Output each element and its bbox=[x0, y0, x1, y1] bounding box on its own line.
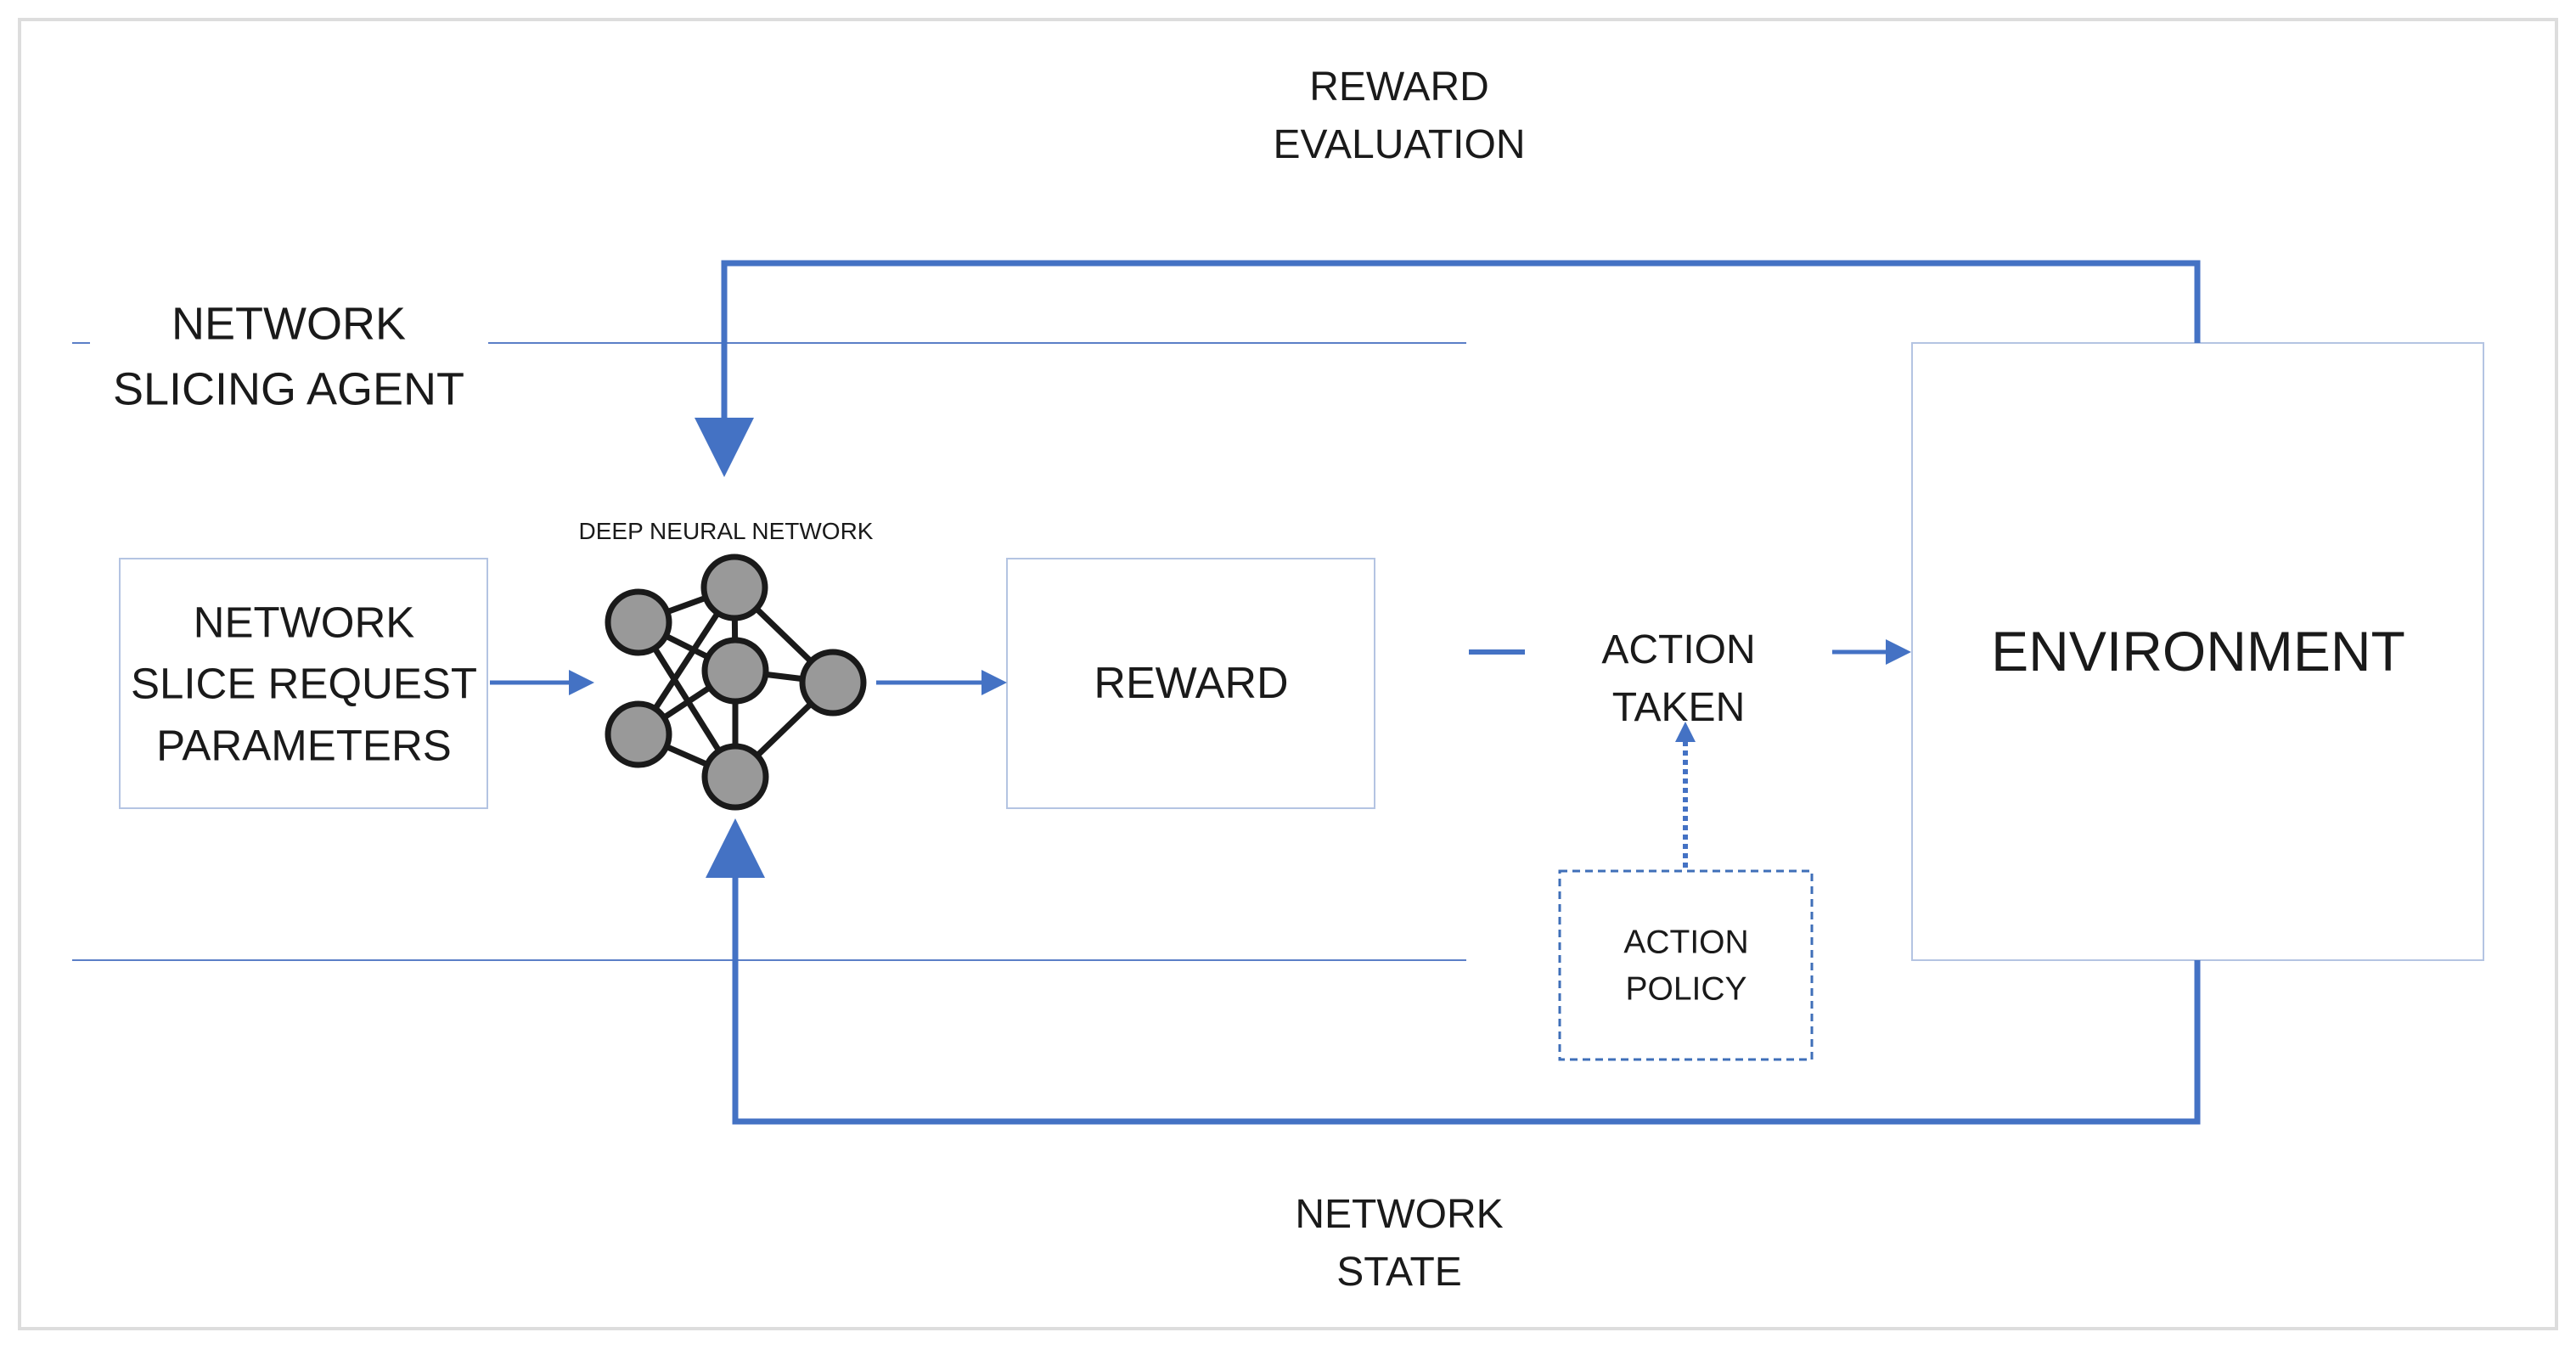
network-state-arrow bbox=[706, 818, 2201, 1125]
network-slicing-agent-label: NETWORK SLICING AGENT bbox=[100, 291, 477, 422]
nn-node-hidden-2 bbox=[701, 637, 769, 705]
network-slice-request-parameters-label: NETWORK SLICE REQUEST PARAMETERS bbox=[130, 598, 478, 770]
reward-label: REWARD bbox=[1094, 659, 1289, 709]
environment-box bbox=[1911, 342, 2484, 961]
environment-label: ENVIRONMENT bbox=[1991, 620, 2405, 683]
deep-neural-network-label: DEEP NEURAL NETWORK bbox=[578, 518, 874, 545]
network-state-label: NETWORK STATE bbox=[1295, 1191, 1504, 1295]
action-policy-box bbox=[1558, 869, 1814, 1061]
nn-node-hidden-1 bbox=[700, 554, 768, 621]
outer-frame bbox=[18, 18, 2558, 1330]
nn-node-input-1 bbox=[605, 588, 672, 656]
parameters-box bbox=[119, 558, 488, 809]
action-policy-label: ACTION POLICY bbox=[1623, 924, 1749, 1008]
reward-evaluation-label: REWARD EVALUATION bbox=[1273, 64, 1526, 167]
reward-evaluation-arrow bbox=[695, 260, 2201, 477]
nn-node-hidden-3 bbox=[701, 743, 769, 811]
action-taken-label: ACTION TAKEN bbox=[1601, 627, 1756, 730]
nn-node-input-2 bbox=[605, 700, 672, 768]
neural-network-icon bbox=[605, 554, 867, 811]
reward-box bbox=[1006, 558, 1375, 809]
nn-node-output bbox=[799, 649, 867, 717]
policy-to-action-arrowhead bbox=[1675, 722, 1696, 742]
